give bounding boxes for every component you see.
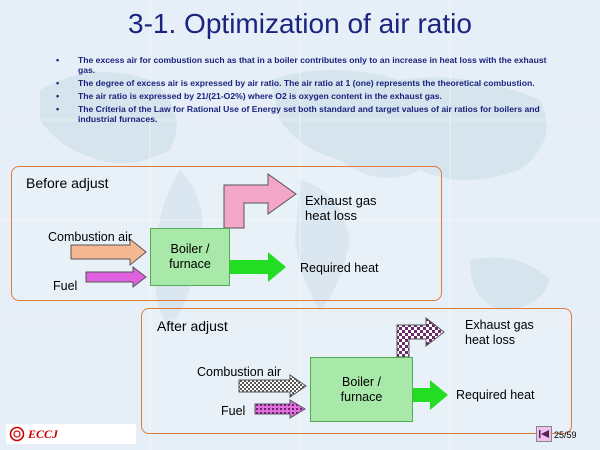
- eccj-logo-text: ECCJ: [28, 427, 59, 441]
- bullet-text: The air ratio is expressed by 21/(21-O2%…: [78, 91, 442, 101]
- before-exhaust-label-line1: Exhaust gas: [305, 193, 377, 208]
- page-number: 25/59: [554, 430, 577, 440]
- after-box-label-line1: Boiler /: [342, 374, 381, 389]
- page-title: 3-1. Optimization of air ratio: [128, 8, 472, 39]
- bullet-item: • The Criteria of the Law for Rational Us…: [56, 104, 556, 124]
- eccj-logo-icon: [9, 426, 25, 442]
- back-icon: [539, 430, 549, 438]
- after-combustion-air-label: Combustion air: [197, 365, 282, 379]
- after-exhaust-label-line1: Exhaust gas: [465, 318, 534, 332]
- before-fuel-arrow: [85, 265, 147, 289]
- bullet-text: The Criteria of the Law for Rational Use…: [78, 104, 540, 124]
- after-boiler-furnace-box: Boiler / furnace: [310, 357, 413, 422]
- bullet-icon: •: [56, 55, 60, 65]
- eccj-logo: ECCJ: [6, 424, 136, 444]
- after-heat-arrow: [386, 380, 448, 410]
- before-combustion-air-label: Combustion air: [48, 230, 133, 244]
- bullet-text: The excess air for combustion such as th…: [78, 55, 547, 75]
- before-exhaust-label-line2: heat loss: [305, 208, 358, 223]
- after-box-label-line2: furnace: [340, 389, 383, 404]
- before-box-label-line2: furnace: [169, 257, 211, 271]
- bullet-item: • The air ratio is expressed by 21/(21-O2…: [56, 91, 556, 101]
- bullet-icon: •: [56, 104, 60, 114]
- before-air-arrow: [70, 237, 147, 267]
- after-required-heat-label: Required heat: [456, 388, 535, 402]
- bullet-list: • The excess air for combustion such as t…: [56, 55, 556, 127]
- bullet-icon: •: [56, 78, 60, 88]
- bullet-item: • The excess air for combustion such as t…: [56, 55, 556, 75]
- before-heat-arrow: [228, 252, 286, 282]
- before-box-label-line1: Boiler /: [170, 242, 210, 256]
- before-required-heat-label: Required heat: [300, 261, 379, 275]
- before-boiler-furnace-box: Boiler / furnace: [150, 228, 230, 286]
- after-exhaust-label-line2: heat loss: [465, 333, 516, 347]
- bullet-item: • The degree of excess air is expressed b…: [56, 78, 556, 88]
- after-fuel-label: Fuel: [221, 404, 246, 418]
- before-exhaust-arrow: [223, 173, 297, 229]
- nav-back-button[interactable]: [536, 426, 552, 442]
- bullet-text: The degree of excess air is expressed by…: [78, 78, 535, 88]
- bullet-icon: •: [56, 91, 60, 101]
- after-air-arrow: [238, 374, 307, 398]
- before-fuel-label: Fuel: [53, 279, 78, 293]
- after-exhaust-arrow: [396, 316, 445, 358]
- before-adjust-heading: Before adjust: [26, 175, 109, 191]
- after-fuel-arrow: [254, 399, 306, 419]
- after-adjust-heading: After adjust: [157, 318, 228, 334]
